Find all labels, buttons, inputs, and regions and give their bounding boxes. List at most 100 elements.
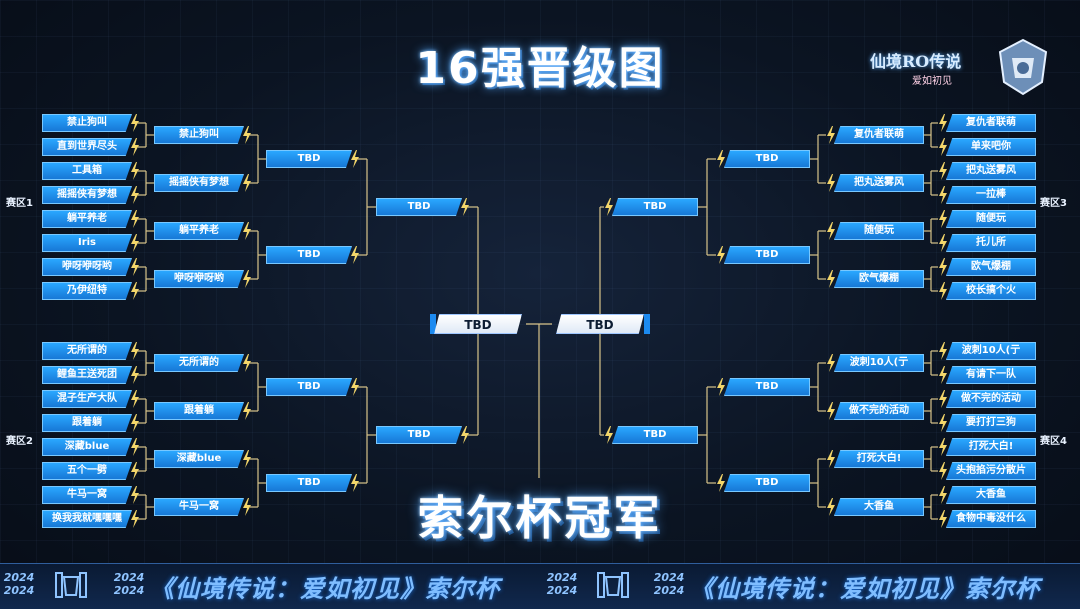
left-round8-slot[interactable]: 无所谓的 [154, 354, 244, 372]
left-round16-slot[interactable]: 禁止狗叫 [42, 114, 132, 132]
left-round8-slot[interactable]: 牛马一窝 [154, 498, 244, 516]
lightning-icon [243, 270, 251, 288]
right-round16-slot[interactable]: 把丸送雾风 [946, 162, 1036, 180]
right-round16-slot[interactable]: 单来吧你 [946, 138, 1036, 156]
lightning-icon [131, 510, 139, 528]
lightning-icon [939, 114, 947, 132]
left-round16-slot[interactable]: 躺平养老 [42, 210, 132, 228]
left-round16-slot[interactable]: 鲤鱼王送死团 [42, 366, 132, 384]
left-quarter-slot[interactable]: TBD [266, 150, 352, 168]
champion-title: 索尔杯冠军 [417, 491, 663, 545]
lightning-icon [717, 378, 725, 396]
left-round16-slot[interactable]: Iris [42, 234, 132, 252]
left-round16-slot[interactable]: 直到世界尽头 [42, 138, 132, 156]
right-round16-slot[interactable]: 复仇者联萌 [946, 114, 1036, 132]
right-round8-slot[interactable]: 打死大白! [834, 450, 924, 468]
right-round16-slot[interactable]: 欧气爆棚 [946, 258, 1036, 276]
right-quarter-slot[interactable]: TBD [724, 378, 810, 396]
right-quarter-slot[interactable]: TBD [724, 150, 810, 168]
left-round8-slot[interactable]: 禁止狗叫 [154, 126, 244, 144]
footer-year-2a: 2024 [113, 571, 145, 584]
lightning-icon [131, 486, 139, 504]
left-semi-slot[interactable]: TBD [376, 198, 462, 216]
lightning-icon [131, 186, 139, 204]
lightning-icon [939, 210, 947, 228]
right-round8-slot[interactable]: 波刺10人(亍 [834, 354, 924, 372]
left-round16-slot[interactable]: 跟着躺 [42, 414, 132, 432]
zone-label-3: 赛区3 [1040, 198, 1067, 209]
final-slot-right[interactable]: TBD [556, 314, 644, 334]
right-round16-slot[interactable]: 托儿所 [946, 234, 1036, 252]
left-round16-slot[interactable]: 五个一劈 [42, 462, 132, 480]
lightning-icon [939, 438, 947, 456]
lightning-icon [461, 198, 469, 216]
lightning-icon [461, 426, 469, 444]
lightning-icon [243, 126, 251, 144]
right-round16-slot[interactable]: 校长搞个火 [946, 282, 1036, 300]
left-round16-slot[interactable]: 深藏blue [42, 438, 132, 456]
right-round16-slot[interactable]: 随便玩 [946, 210, 1036, 228]
right-round8-slot[interactable]: 把丸送雾风 [834, 174, 924, 192]
right-round16-slot[interactable]: 要打打三狗 [946, 414, 1036, 432]
right-round16-slot[interactable]: 食物中毒没什么 [946, 510, 1036, 528]
left-quarter-slot[interactable]: TBD [266, 378, 352, 396]
lightning-icon [243, 498, 251, 516]
right-quarter-slot[interactable]: TBD [724, 246, 810, 264]
logo-tagline: 爱如初见 [912, 76, 952, 87]
right-semi-slot[interactable]: TBD [612, 426, 698, 444]
left-round16-slot[interactable]: 混子生产大队 [42, 390, 132, 408]
right-round16-slot[interactable]: 头抱掐污分散片 [946, 462, 1036, 480]
page-title: 16强晋级图 [415, 43, 665, 94]
left-round16-slot[interactable]: 摇摇侠有梦想 [42, 186, 132, 204]
right-round8-slot[interactable]: 欧气爆棚 [834, 270, 924, 288]
lightning-icon [939, 342, 947, 360]
right-round8-slot[interactable]: 随便玩 [834, 222, 924, 240]
right-round8-slot[interactable]: 大香鱼 [834, 498, 924, 516]
lightning-icon [827, 450, 835, 468]
lightning-icon [131, 210, 139, 228]
footer-year-2b: 2024 [113, 584, 145, 597]
lightning-icon [351, 246, 359, 264]
footer-year-4b: 2024 [653, 584, 685, 597]
right-round16-slot[interactable]: 做不完的活动 [946, 390, 1036, 408]
lightning-icon [131, 414, 139, 432]
final-slot-left[interactable]: TBD [434, 314, 522, 334]
right-round16-slot[interactable]: 波刺10人(亍 [946, 342, 1036, 360]
lightning-icon [131, 366, 139, 384]
left-round8-slot[interactable]: 躺平养老 [154, 222, 244, 240]
left-round8-slot[interactable]: 跟着躺 [154, 402, 244, 420]
lightning-icon [939, 414, 947, 432]
lightning-icon [131, 234, 139, 252]
lightning-icon [131, 390, 139, 408]
right-round8-slot[interactable]: 做不完的活动 [834, 402, 924, 420]
left-round16-slot[interactable]: 无所谓的 [42, 342, 132, 360]
lightning-icon [243, 222, 251, 240]
lightning-icon [351, 378, 359, 396]
left-round8-slot[interactable]: 摇摇侠有梦想 [154, 174, 244, 192]
lightning-icon [827, 270, 835, 288]
left-round16-slot[interactable]: 牛马一窝 [42, 486, 132, 504]
left-round16-slot[interactable]: 乃伊纽特 [42, 282, 132, 300]
lightning-icon [131, 114, 139, 132]
right-round8-slot[interactable]: 复仇者联萌 [834, 126, 924, 144]
lightning-icon [131, 258, 139, 276]
footer-year-3b: 2024 [546, 584, 578, 597]
right-round16-slot[interactable]: 一拉棒 [946, 186, 1036, 204]
footer-year-1b: 2024 [3, 584, 35, 597]
lightning-icon [939, 162, 947, 180]
final-left-edge [430, 314, 436, 334]
right-round16-slot[interactable]: 打死大白! [946, 438, 1036, 456]
lightning-icon [939, 186, 947, 204]
left-round8-slot[interactable]: 咿呀咿呀哟 [154, 270, 244, 288]
right-round16-slot[interactable]: 有请下一队 [946, 366, 1036, 384]
left-semi-slot[interactable]: TBD [376, 426, 462, 444]
left-round16-slot[interactable]: 咿呀咿呀哟 [42, 258, 132, 276]
left-round8-slot[interactable]: 深藏blue [154, 450, 244, 468]
right-semi-slot[interactable]: TBD [612, 198, 698, 216]
right-quarter-slot[interactable]: TBD [724, 474, 810, 492]
left-round16-slot[interactable]: 工具箱 [42, 162, 132, 180]
lightning-icon [939, 234, 947, 252]
lightning-icon [131, 438, 139, 456]
lightning-icon [605, 426, 613, 444]
left-quarter-slot[interactable]: TBD [266, 246, 352, 264]
